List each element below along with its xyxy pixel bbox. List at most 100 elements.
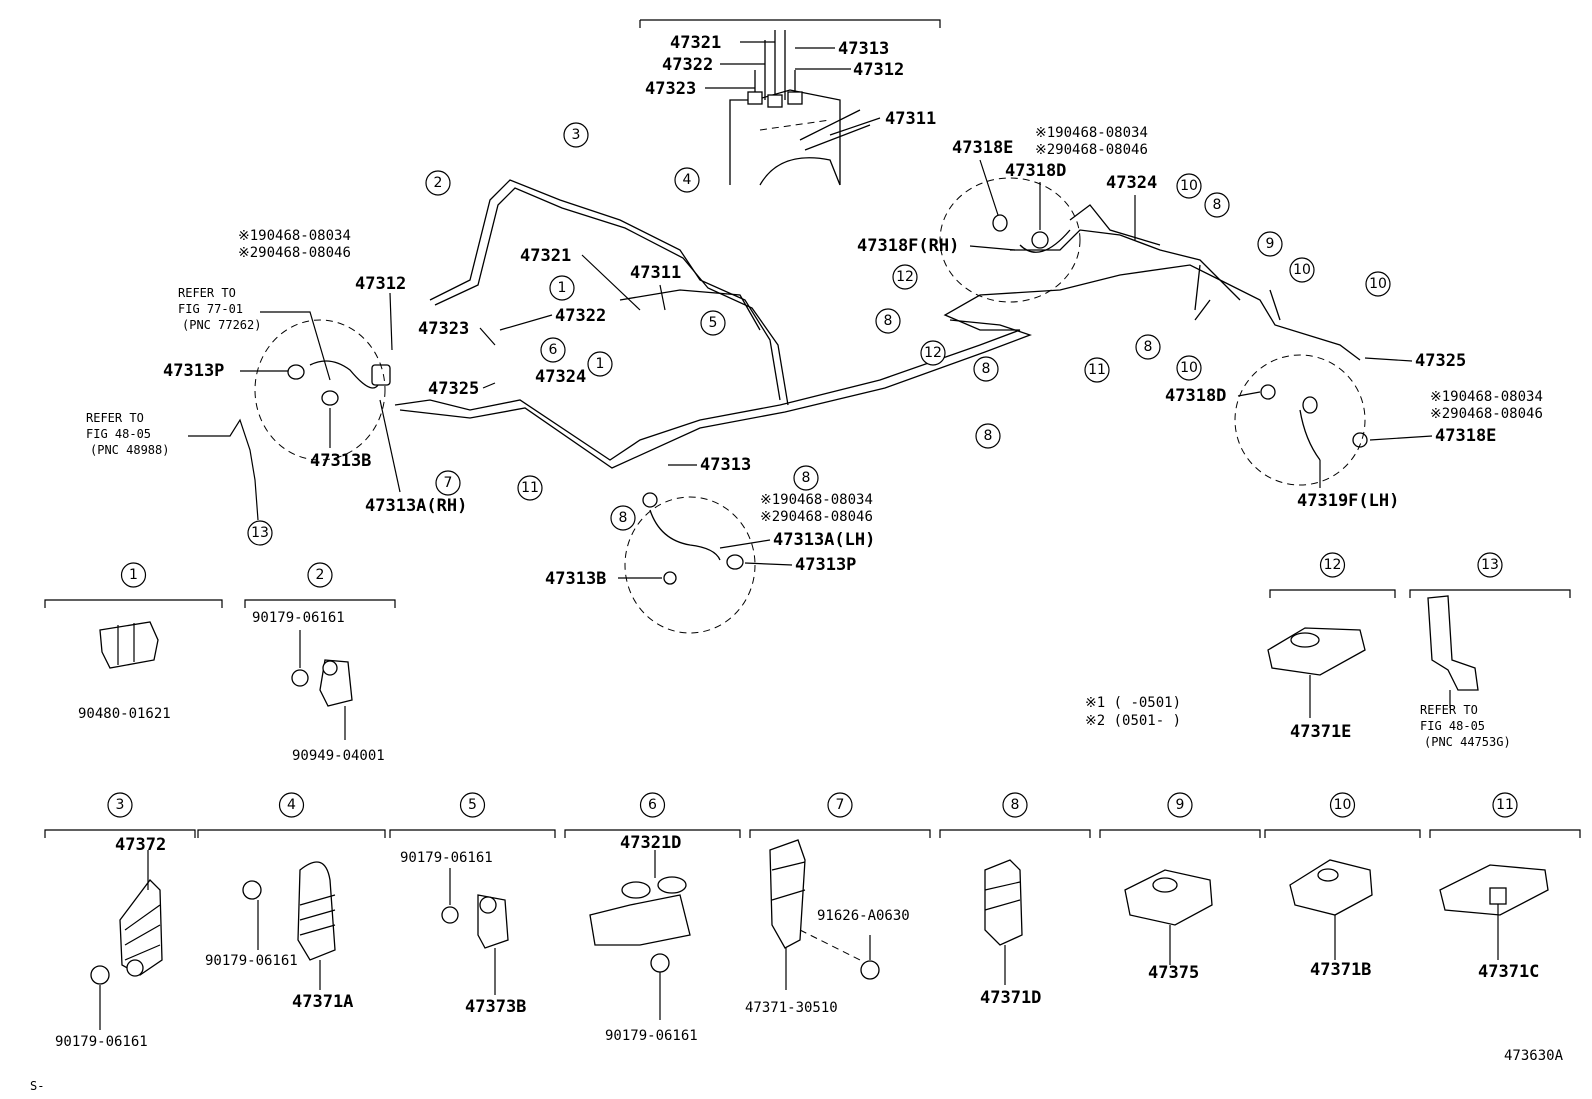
detail-callout-9: 9 (1167, 792, 1193, 818)
svg-text:13: 13 (251, 525, 269, 541)
label-47324-right: 47324 (1106, 173, 1157, 193)
detail-callout-11: 11 (1492, 792, 1518, 818)
detail-8-part-0: 47371D (980, 988, 1041, 1008)
svg-text:12: 12 (1324, 557, 1342, 573)
label-47318E-right: 47318E (1435, 426, 1496, 446)
star-code-a: ※190468-08034 (1035, 125, 1148, 141)
callout-8: 8 (875, 308, 901, 334)
detail-labels: 90480-01621 90179-06161 90949-04001 4737… (55, 610, 1539, 1050)
part-labels: 47321 47313 47322 47312 47323 47311 4732… (163, 33, 1496, 589)
detail-bracket-3 (44, 829, 196, 838)
label-47318D-top: 47318D (1005, 161, 1066, 181)
label-47312-top: 47312 (853, 60, 904, 80)
detail-callout-13: 13 (1477, 552, 1503, 578)
svg-text:8: 8 (884, 313, 893, 329)
refer-fig48a-line3: (PNC 48988) (90, 443, 169, 457)
label-47313A-lh: 47313A(LH) (773, 530, 875, 550)
callout-8: 8 (793, 465, 819, 491)
label-47322-mid: 47322 (555, 306, 606, 326)
callout-12: 12 (892, 264, 918, 290)
svg-text:8: 8 (984, 428, 993, 444)
svg-text:7: 7 (444, 475, 453, 491)
hoses (287, 214, 1368, 585)
callout-10: 10 (1176, 355, 1202, 381)
note-line-1: ※1 ( -0501) (1085, 695, 1181, 711)
detail-9-part-0: 47375 (1148, 963, 1199, 983)
star-code-b: ※290468-08046 (238, 245, 351, 261)
label-47322-top: 47322 (662, 55, 713, 75)
detail-bracket-2 (244, 599, 396, 608)
hose-regions (254, 177, 1366, 634)
detail-2-part-1: 90949-04001 (292, 748, 385, 764)
detail-callout-8: 8 (1002, 792, 1028, 818)
detail-2-part-0: 90179-06161 (252, 610, 345, 626)
callout-10: 10 (1176, 173, 1202, 199)
detail-6-part-1: 90179-06161 (605, 1028, 698, 1044)
detail-callout-5: 5 (459, 792, 486, 818)
svg-text:1: 1 (596, 356, 605, 372)
callout-8: 8 (610, 505, 636, 531)
svg-text:12: 12 (896, 269, 914, 285)
detail-3-part-1: 90179-06161 (55, 1034, 148, 1050)
callout-11: 11 (517, 475, 543, 501)
detail-5-part-0: 90179-06161 (400, 850, 493, 866)
star-code-groups: ※190468-08034 ※290468-08046 ※190468-0803… (238, 125, 1543, 525)
detail-drawings (90, 595, 1549, 1030)
svg-text:8: 8 (1011, 797, 1020, 813)
svg-text:9: 9 (1266, 236, 1275, 252)
callout-6: 6 (540, 337, 566, 363)
detail-3-part-0: 47372 (115, 835, 166, 855)
detail-bracket-10 (1264, 829, 1421, 838)
refer-fig48a-line1: REFER TO (86, 411, 144, 425)
callout-2: 2 (425, 170, 451, 196)
label-47312-left: 47312 (355, 274, 406, 294)
svg-text:8: 8 (1213, 197, 1222, 213)
note-line-2: ※2 (0501- ) (1085, 713, 1181, 729)
star-code-b: ※290468-08046 (1035, 142, 1148, 158)
callout-13: 13 (247, 520, 273, 546)
star-code-a: ※190468-08034 (238, 228, 351, 244)
callout-11: 11 (1084, 357, 1110, 383)
svg-text:12: 12 (924, 345, 942, 361)
detail-bracket-6 (564, 829, 741, 838)
svg-text:1: 1 (129, 567, 138, 583)
callout-7: 7 (435, 470, 461, 496)
svg-text:8: 8 (1144, 339, 1153, 355)
callout-4: 4 (674, 167, 700, 193)
callout-8: 8 (975, 423, 1001, 449)
clamp-10-drawing (1289, 859, 1373, 916)
corner-mark: S- (30, 1079, 44, 1093)
clamp-7-drawing (769, 839, 806, 949)
svg-text:5: 5 (468, 797, 477, 813)
label-47318D-right: 47318D (1165, 386, 1226, 406)
label-47313A-rh: 47313A(RH) (365, 496, 467, 516)
clamp-12-drawing (1267, 627, 1366, 676)
refer-fig48b-line3: (PNC 44753G) (1424, 735, 1511, 749)
detail-bracket-4 (197, 829, 386, 838)
svg-text:3: 3 (572, 127, 581, 143)
label-47323-mid: 47323 (418, 319, 469, 339)
detail-7-part-1: 47371-30510 (745, 1000, 838, 1016)
label-47324-mid: 47324 (535, 367, 586, 387)
detail-10-part-0: 47371B (1310, 960, 1371, 980)
detail-bracket-13 (1409, 589, 1571, 598)
star-code-b: ※290468-08046 (760, 509, 873, 525)
detail-callout-2: 2 (307, 562, 333, 588)
callout-1: 1 (549, 275, 575, 301)
label-47313P-left: 47313P (163, 361, 224, 381)
detail-4-part-1: 47371A (292, 992, 353, 1012)
clamp-1-drawing (99, 621, 159, 669)
detail-7-part-0: 91626-A0630 (817, 908, 910, 924)
svg-text:5: 5 (709, 315, 718, 331)
detail-6-part-0: 47321D (620, 833, 681, 853)
detail-bracket-7 (749, 829, 931, 838)
detail-callout-3: 3 (107, 792, 133, 818)
clamp-8-drawing (984, 859, 1023, 946)
detail-bracket-5 (389, 829, 556, 838)
clamp-9-drawing (1124, 869, 1213, 926)
nut-2-drawing (291, 669, 309, 687)
detail-bracket-11 (1429, 829, 1581, 838)
svg-text:8: 8 (982, 361, 991, 377)
nut-5-drawing (441, 906, 459, 924)
svg-text:11: 11 (1088, 362, 1106, 378)
